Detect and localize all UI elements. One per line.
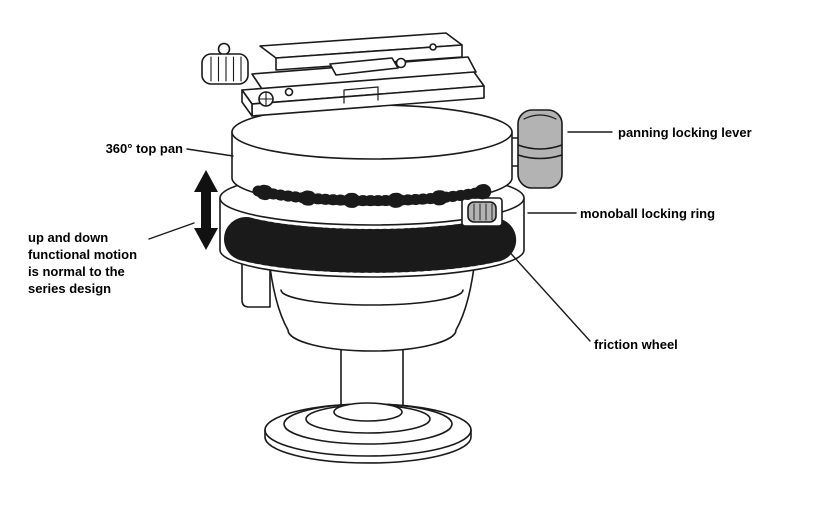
clamp-knob [201, 42, 249, 85]
leader-up-down [148, 222, 195, 240]
leader-lines [148, 131, 613, 342]
friction-wheel [461, 197, 503, 227]
leader-top-pan [186, 148, 234, 157]
clamp-screws [258, 43, 437, 107]
label-monoball-locking-ring: monoball locking ring [580, 206, 716, 221]
plate-lock-lever [329, 57, 407, 76]
label-friction-wheel: friction wheel [594, 337, 678, 352]
up-down-arrow [194, 170, 218, 250]
label-up-down-motion: up and down functional motion is normal … [28, 229, 137, 297]
base-disc [264, 402, 472, 464]
label-up-down-line4: series design [28, 281, 112, 296]
label-panning-locking-lever: panning locking lever [618, 125, 752, 140]
label-up-down-line1: up and down [28, 230, 109, 245]
leader-friction-wheel [485, 225, 591, 342]
label-up-down-line2: functional motion [28, 247, 138, 262]
label-up-down-line3: is normal to the [28, 264, 125, 279]
label-top-pan: 360° top pan [105, 141, 183, 156]
jaw-notch [343, 86, 379, 104]
scale-tick-marks [252, 185, 492, 207]
pan-dial [231, 104, 513, 209]
knurl-texture [224, 217, 520, 273]
clamp-assembly [201, 32, 485, 117]
